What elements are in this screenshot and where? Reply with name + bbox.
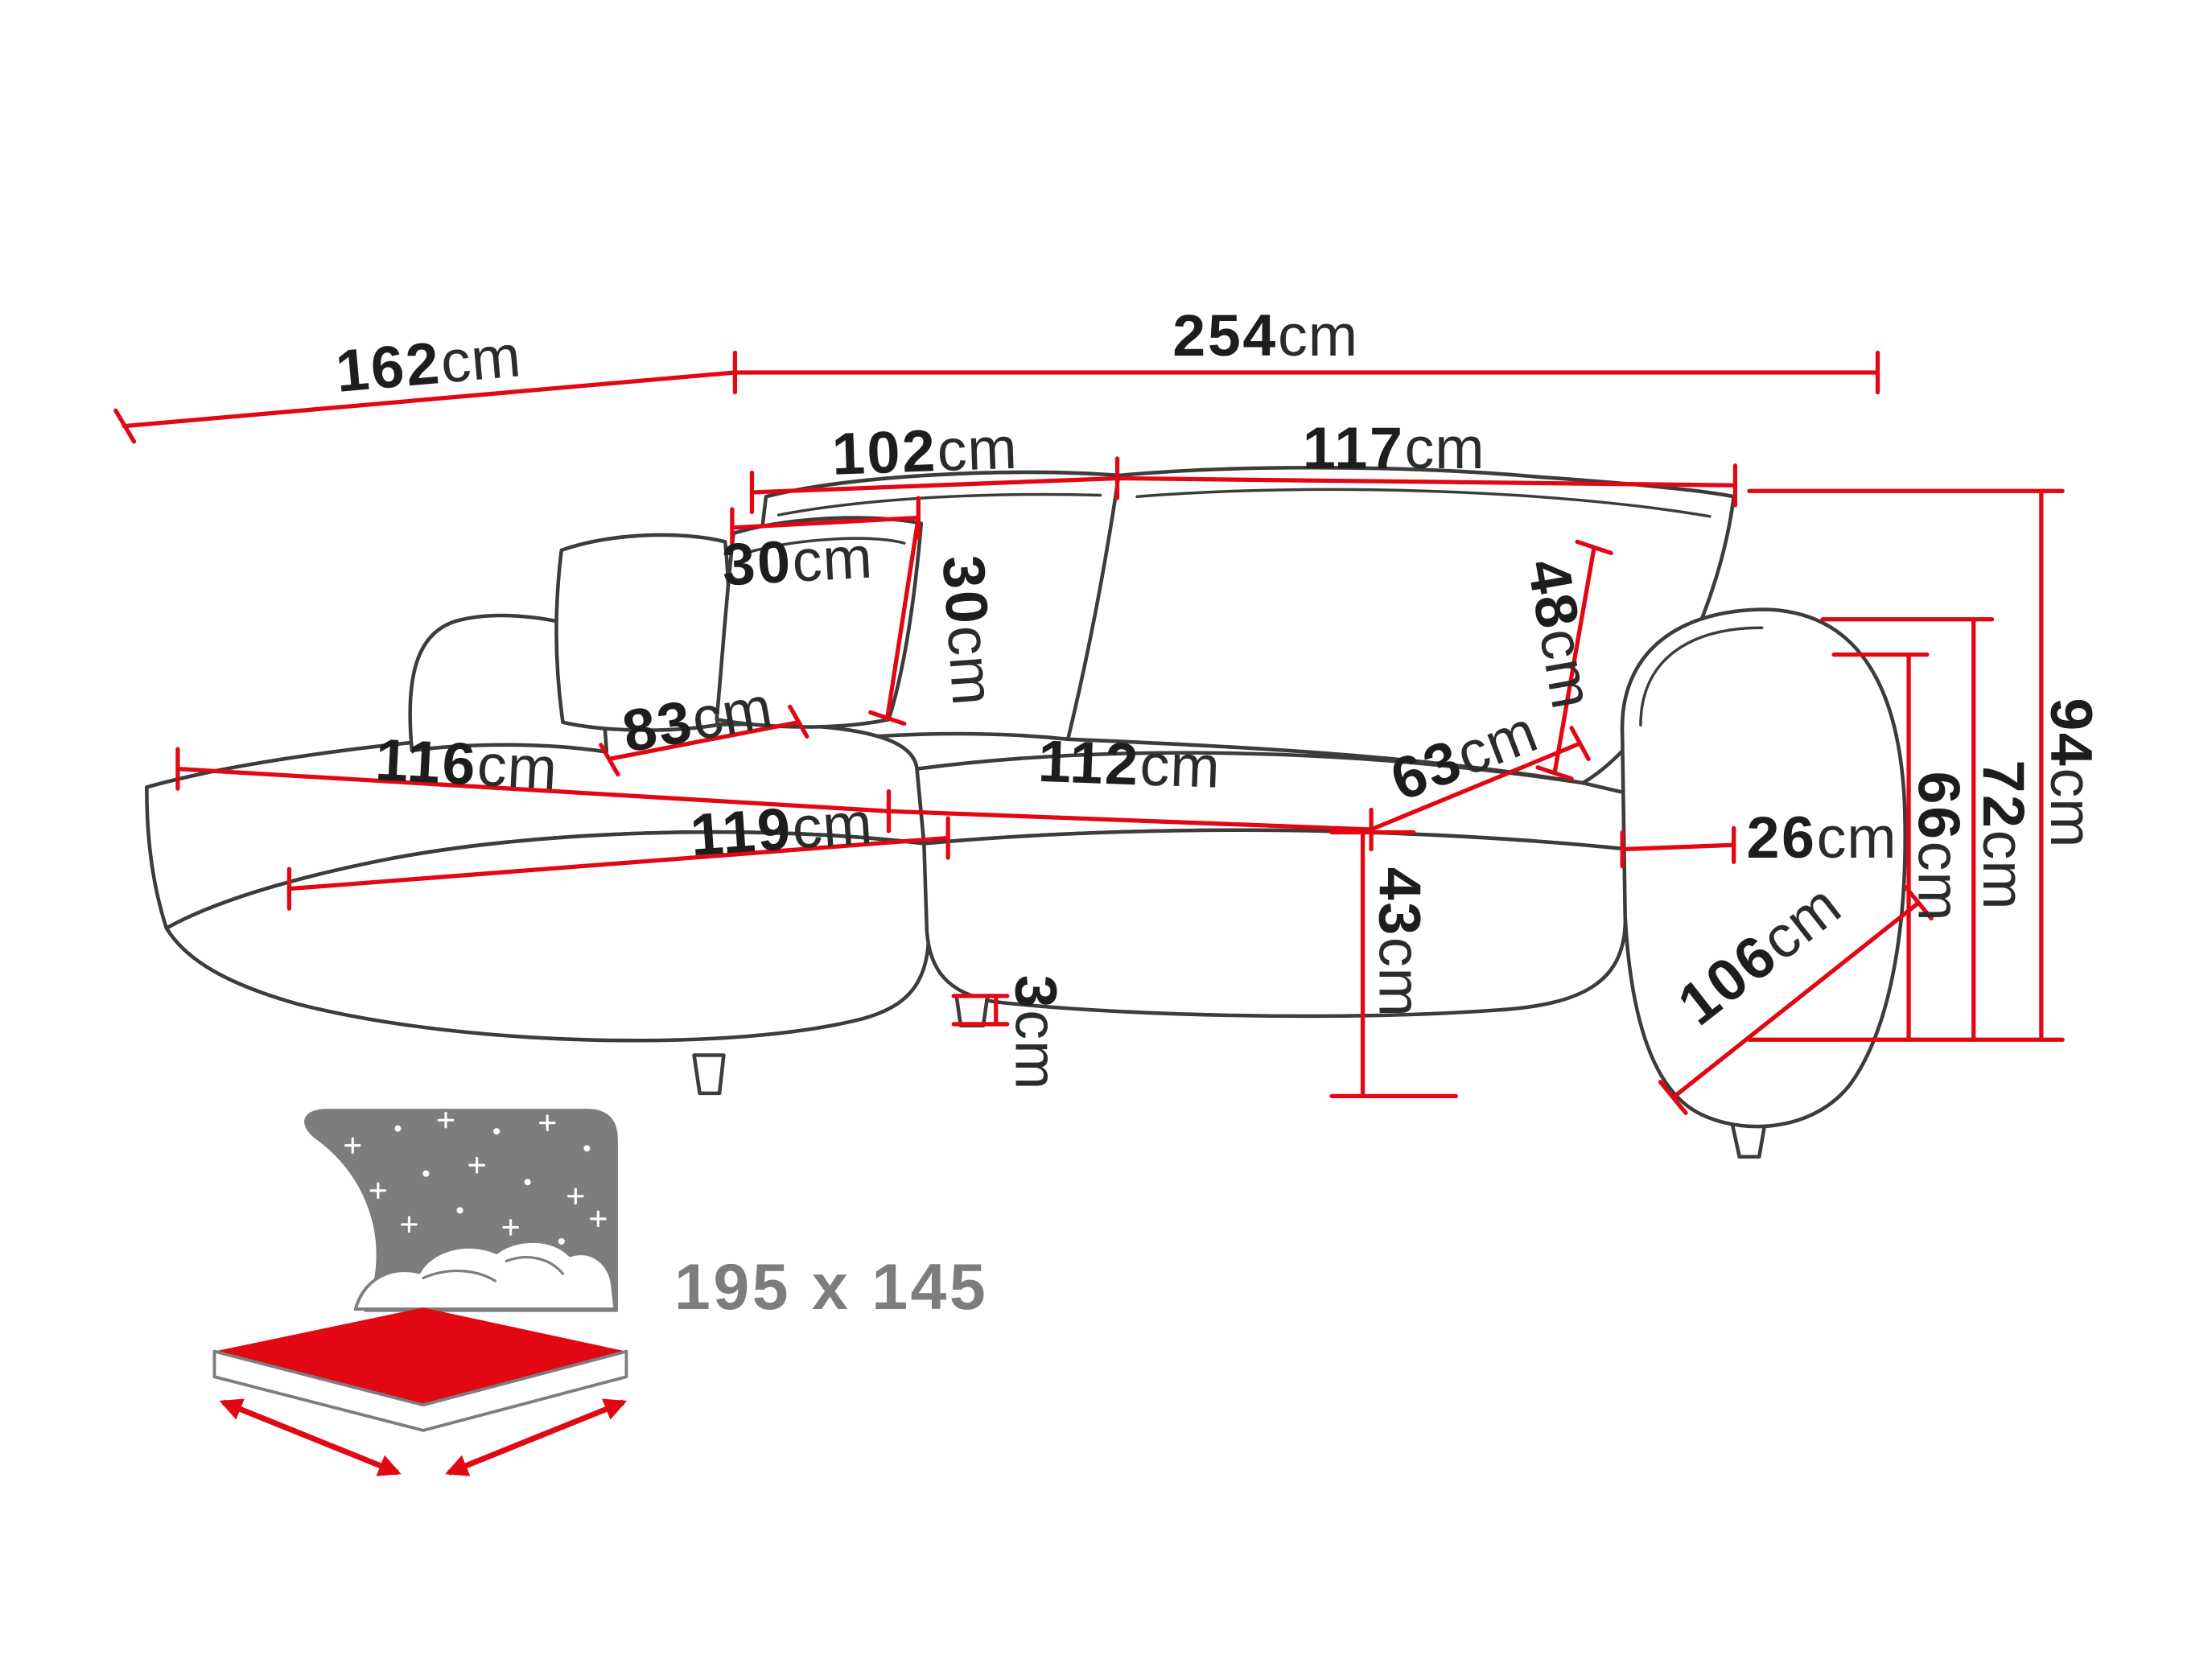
sofa-leg-middle [954,994,990,1027]
seat-front [922,828,1630,1019]
back-cushion-left-seam [777,492,1102,517]
dim-label-pillow-width: 30cm [720,524,874,599]
dim-line-armrest-height-front [1831,652,1930,1042]
dim-label-total-width: 254cm [1172,302,1358,368]
dim-line-seat-depth [1369,726,1591,832]
dim-line-total-depth [113,370,738,444]
sofa-leg-left [692,1053,726,1096]
dim-line-total-height [1747,488,2065,1042]
dim-label-chaise-seat-width: 116cm [374,726,560,802]
right-armrest [1620,607,1907,1129]
bed-icon-blanket-folds [422,1256,565,1282]
sofa-leg-right [1730,1122,1767,1159]
dim-label-leg-height: 3cm [1003,975,1069,1090]
right-armrest-seam [1639,626,1764,727]
dimension-lines [113,350,2065,1116]
dim-label-backrest-left-width: 102cm [831,414,1019,488]
dim-label-seat-width: 112cm [1037,727,1221,801]
dimension-labels: 162cm 254cm 102cm 117cm 30cm 30cm 48cm 8… [333,302,2105,1090]
dim-label-chaise-length: 119cm [688,789,875,869]
dim-line-seat-height [1329,830,1458,1098]
dim-label-seat-height: 43cm [1367,867,1434,1018]
pillow-main-seam [748,537,906,554]
dim-label-backrest-right-width: 117cm [1303,414,1485,481]
dim-label-backrest-height: 48cm [1514,554,1606,714]
bed-icon-arrow-length [219,1398,402,1476]
back-cushion-right-seam [1135,488,1712,518]
dim-line-backrest-height [1535,539,1613,781]
dim-line-armrest-height-back [1820,617,1995,1042]
dim-label-total-depth: 162cm [333,322,524,405]
dim-line-leg-height [951,994,1010,1027]
sleeping-area-label: 195 x 145 [674,1251,988,1323]
dim-label-total-height: 94cm [2038,698,2105,848]
sleeping-function-icon: 195 x 145 [212,1109,988,1476]
bed-icon-base [212,1349,628,1432]
dim-label-chaise-cushion-depth: 83cm [618,673,778,765]
bed-icon-arrow-width [445,1398,628,1476]
dim-line-total-width [732,350,1880,395]
dim-line-armrest-width [1620,825,1736,869]
dim-label-armrest-width: 26cm [1746,804,1897,871]
dim-line-chaise-length [286,816,950,911]
dim-line-pillow-height [868,515,921,727]
bed-icon-mattress [214,1307,627,1406]
dim-line-chaise-cushion-depth [599,704,809,777]
dim-line-backrest-right-width [1114,463,1738,508]
dim-label-armrest-height-back: 72cm [1971,760,2037,910]
dim-label-pillow-height: 30cm [930,554,1007,708]
dim-label-armrest-height-front: 66cm [1905,772,1972,922]
pillow-left [554,533,731,732]
